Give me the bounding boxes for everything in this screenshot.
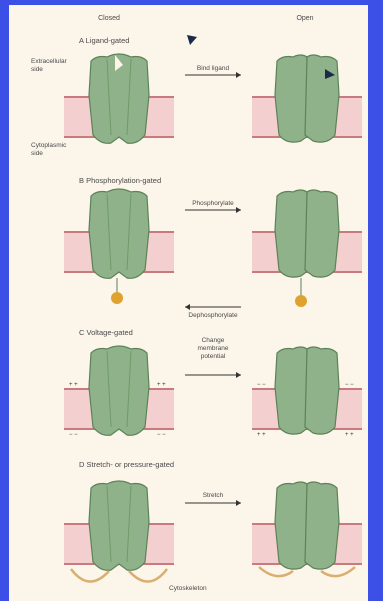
panel-b-open-channel (252, 190, 362, 277)
charge-marks-open-bottom-right: + + (345, 432, 354, 438)
panel-d-closed-channel (64, 481, 174, 570)
panel-c-open-channel (252, 347, 362, 434)
charge-marks-open-bottom-left: + + (257, 432, 266, 438)
charge-marks-top-right: + + (157, 382, 166, 388)
panel-a: A Ligand-gated Bind ligand (64, 35, 362, 143)
panel-d-open-channel (252, 482, 362, 569)
charge-marks-bottom-right: − − (157, 432, 166, 438)
panel-b-action-reverse: Dephosphorylate (188, 312, 238, 319)
panel-a-open-channel (252, 55, 362, 142)
panel-b-action-forward: Phosphorylate (192, 200, 234, 207)
panel-a-closed-channel (64, 54, 174, 143)
cytoskeleton-right (129, 569, 167, 582)
panel-d-title: D Stretch- or pressure-gated (79, 460, 174, 469)
panel-c-closed-channel (64, 346, 174, 435)
panel-d-action: Stretch (203, 492, 224, 499)
panel-b-title: B Phosphorylation-gated (79, 176, 161, 185)
cytoskeleton-left (71, 569, 109, 582)
panel-a-action: Bind ligand (197, 65, 230, 72)
charge-marks-bottom-left: − − (69, 432, 78, 438)
phosphate-icon-open (295, 295, 307, 307)
panel-c-title: C Voltage-gated (79, 328, 133, 337)
phosphate-icon (111, 292, 123, 304)
cytoskeleton-label: Cytoskeleton (169, 585, 207, 592)
column-header-closed: Closed (98, 15, 120, 22)
ligand-icon (187, 35, 197, 45)
column-header-open: Open (296, 15, 313, 22)
panel-a-title: A Ligand-gated (79, 36, 129, 45)
charge-marks-open-top-right: − − (345, 382, 354, 388)
panel-b: B Phosphorylation-gated Phosphorylate De… (64, 176, 362, 319)
charge-marks-open-top-left: − − (257, 382, 266, 388)
charge-marks-top-left: + + (69, 382, 78, 388)
panel-d: D Stretch- or pressure-gated Stretch Cyt… (64, 460, 362, 592)
panel-b-closed-channel (64, 189, 174, 278)
